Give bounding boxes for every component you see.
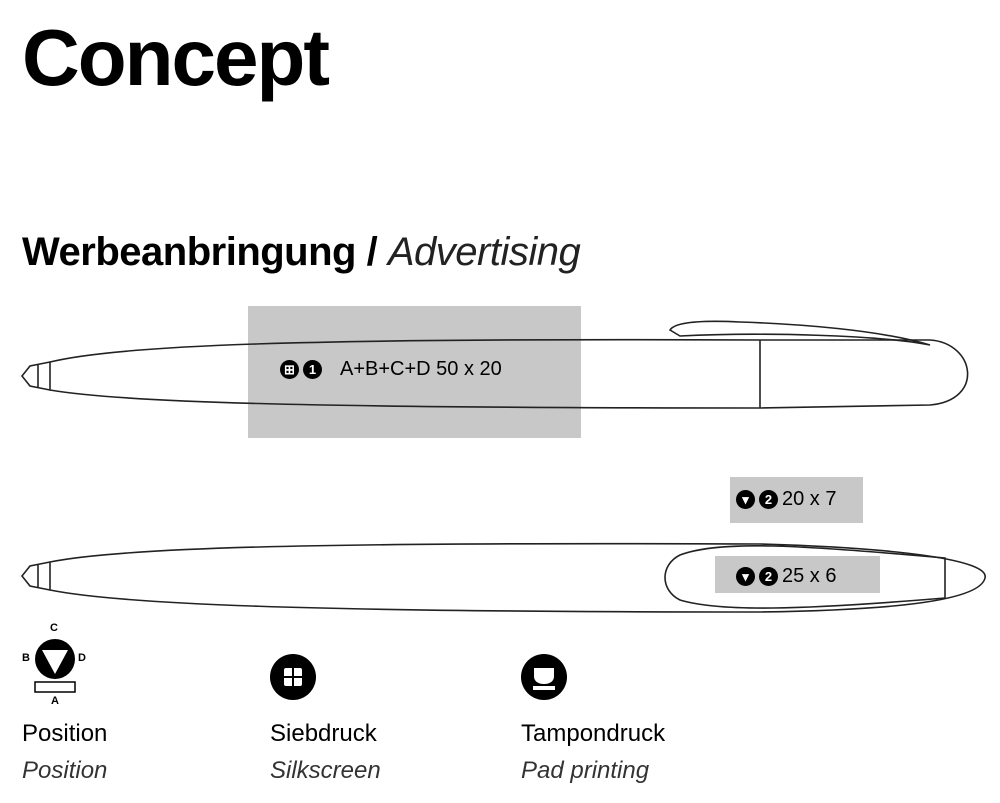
legend-silkscreen-subtitle: Silkscreen <box>270 757 381 784</box>
print-area-2-label: ▾ 2 20 x 7 <box>736 488 836 511</box>
print-area-3-label: ▾ 2 25 x 6 <box>736 565 836 588</box>
position-letter-a: A <box>51 695 59 707</box>
method-number-icon: 2 <box>759 490 778 509</box>
position-letter-b: B <box>22 652 30 664</box>
legend-position-subtitle: Position <box>22 757 108 784</box>
pad-printing-icon: ▾ <box>736 490 755 509</box>
position-letter-d: D <box>78 652 86 664</box>
legend-pad-printing-subtitle: Pad printing <box>521 757 650 784</box>
section-title-de: Werbeanbringung / <box>22 230 378 274</box>
legend-silkscreen-title: Siebdruck <box>270 720 377 747</box>
section-title: Werbeanbringung / Advertising <box>22 230 581 275</box>
method-number-icon: 2 <box>759 567 778 586</box>
print-area-2-text: 20 x 7 <box>782 488 837 510</box>
legend-position-title: Position <box>22 720 108 747</box>
method-number-icon: 1 <box>303 360 322 379</box>
pad-printing-icon <box>521 654 567 700</box>
legend-pad-printing-title: Tampondruck <box>521 720 666 747</box>
print-area-3-text: 25 x 6 <box>782 565 837 587</box>
silkscreen-icon: ⊞ <box>280 360 299 379</box>
section-title-en: Advertising <box>387 230 581 274</box>
print-area-1-text: A+B+C+D 50 x 20 <box>340 358 502 380</box>
pen-top-view <box>20 320 969 409</box>
silkscreen-icon <box>270 654 316 700</box>
print-area-1-label: ⊞ 1 A+B+C+D 50 x 20 <box>280 358 502 381</box>
pen-side-view <box>20 542 986 613</box>
page-title: Concept <box>22 13 330 102</box>
position-icon: C B D A <box>20 622 90 710</box>
position-letter-c: C <box>50 622 58 634</box>
pad-printing-icon: ▾ <box>736 567 755 586</box>
